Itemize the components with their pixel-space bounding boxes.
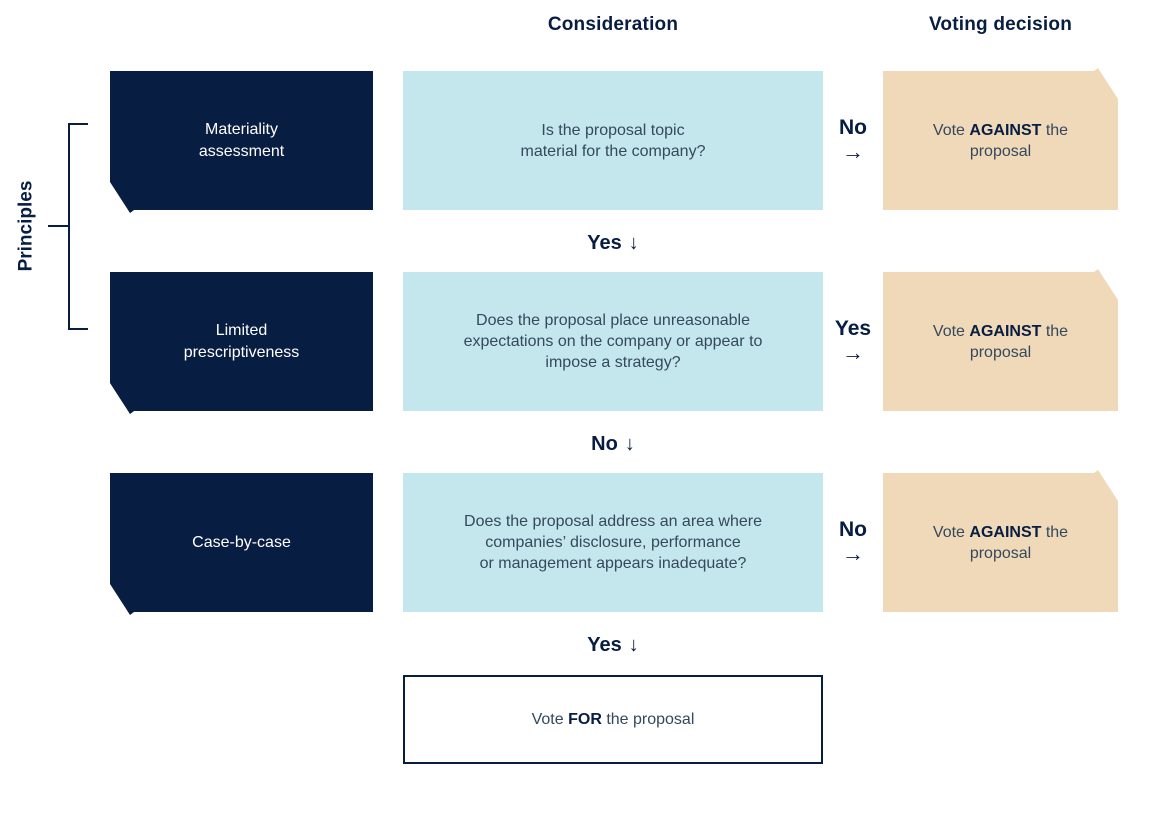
answer-label-1: No →	[839, 116, 867, 164]
question-box-3: Does the proposal address an area where …	[403, 473, 823, 612]
next-step-label-1: Yes↓	[587, 232, 639, 254]
decision-box-1: Vote AGAINST the proposal	[883, 68, 1118, 210]
principles-bracket-line	[68, 123, 70, 330]
arrow-down-icon: ↓	[628, 634, 639, 656]
principles-bracket-middle-tick	[48, 225, 68, 227]
decision-box-2: Vote AGAINST the proposal	[883, 269, 1118, 411]
principle-box-limited-prescriptiveness: Limited prescriptiveness	[110, 272, 373, 414]
answer-label-2: Yes →	[834, 317, 872, 365]
answer-label-3: No →	[839, 518, 867, 566]
next-step-label-3: Yes↓	[587, 634, 639, 656]
decision-box-3: Vote AGAINST the proposal	[883, 470, 1118, 612]
arrow-down-icon: ↓	[628, 232, 639, 254]
next-step-label-2: No↓	[591, 433, 635, 455]
arrow-down-icon: ↓	[624, 433, 635, 455]
question-box-1: Is the proposal topic material for the c…	[403, 71, 823, 210]
voting-decision-header: Voting decision	[928, 14, 1073, 35]
principles-bracket-bottom-tick	[70, 328, 88, 330]
question-box-2: Does the proposal place unreasonable exp…	[403, 272, 823, 411]
arrow-right-icon: →	[842, 541, 864, 566]
principle-box-materiality: Materiality assessment	[110, 71, 373, 213]
arrow-right-icon: →	[842, 139, 864, 164]
arrow-right-icon: →	[842, 340, 864, 365]
principles-bracket-top-tick	[70, 123, 88, 125]
principles-label: Principles	[15, 180, 37, 272]
principle-box-case-by-case: Case-by-case	[110, 473, 373, 615]
consideration-header: Consideration	[547, 14, 679, 35]
final-decision-box: Vote FOR the proposal	[403, 675, 823, 764]
